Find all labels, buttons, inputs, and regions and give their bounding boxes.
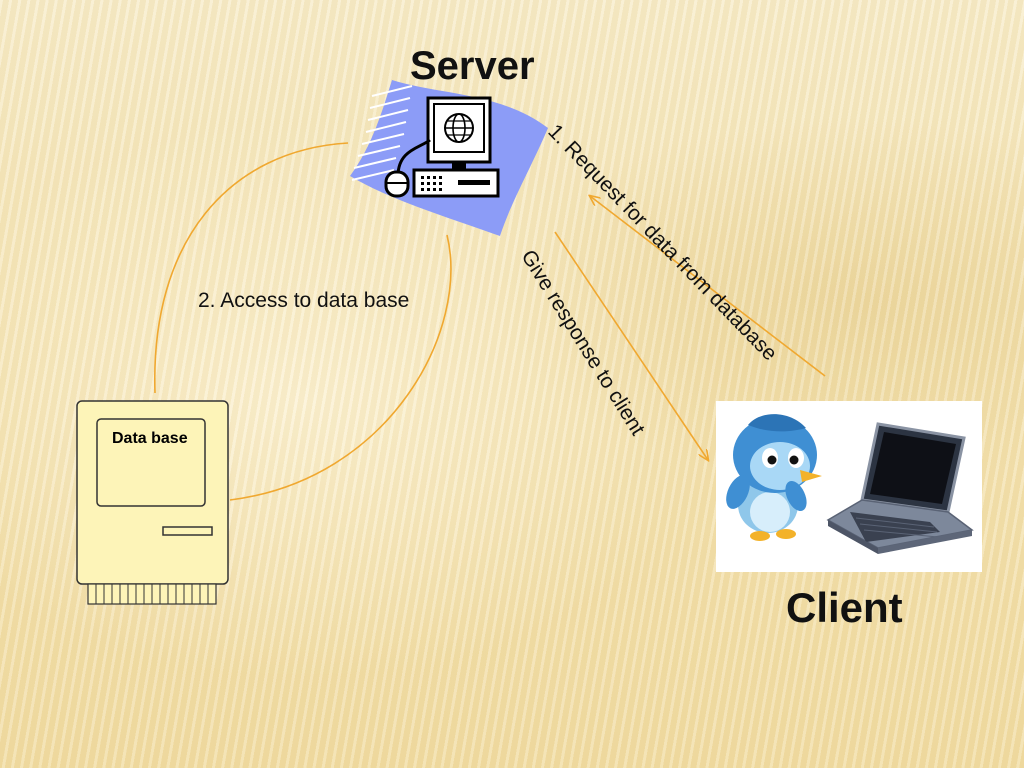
penguin-mascot-icon [726, 414, 822, 541]
laptop-icon [826, 422, 974, 554]
database-computer-icon [76, 400, 229, 605]
server-title: Server [410, 44, 535, 88]
arc-server-to-database [154, 142, 349, 394]
arrow-response [554, 231, 708, 460]
arrow-request [590, 196, 826, 377]
arc-database-to-server [229, 234, 452, 501]
access-database-label: 2. Access to data base [198, 289, 410, 312]
database-label: Data base [112, 430, 188, 447]
client-image [716, 401, 982, 572]
client-title: Client [786, 584, 903, 631]
server-computer-icon [350, 80, 548, 236]
